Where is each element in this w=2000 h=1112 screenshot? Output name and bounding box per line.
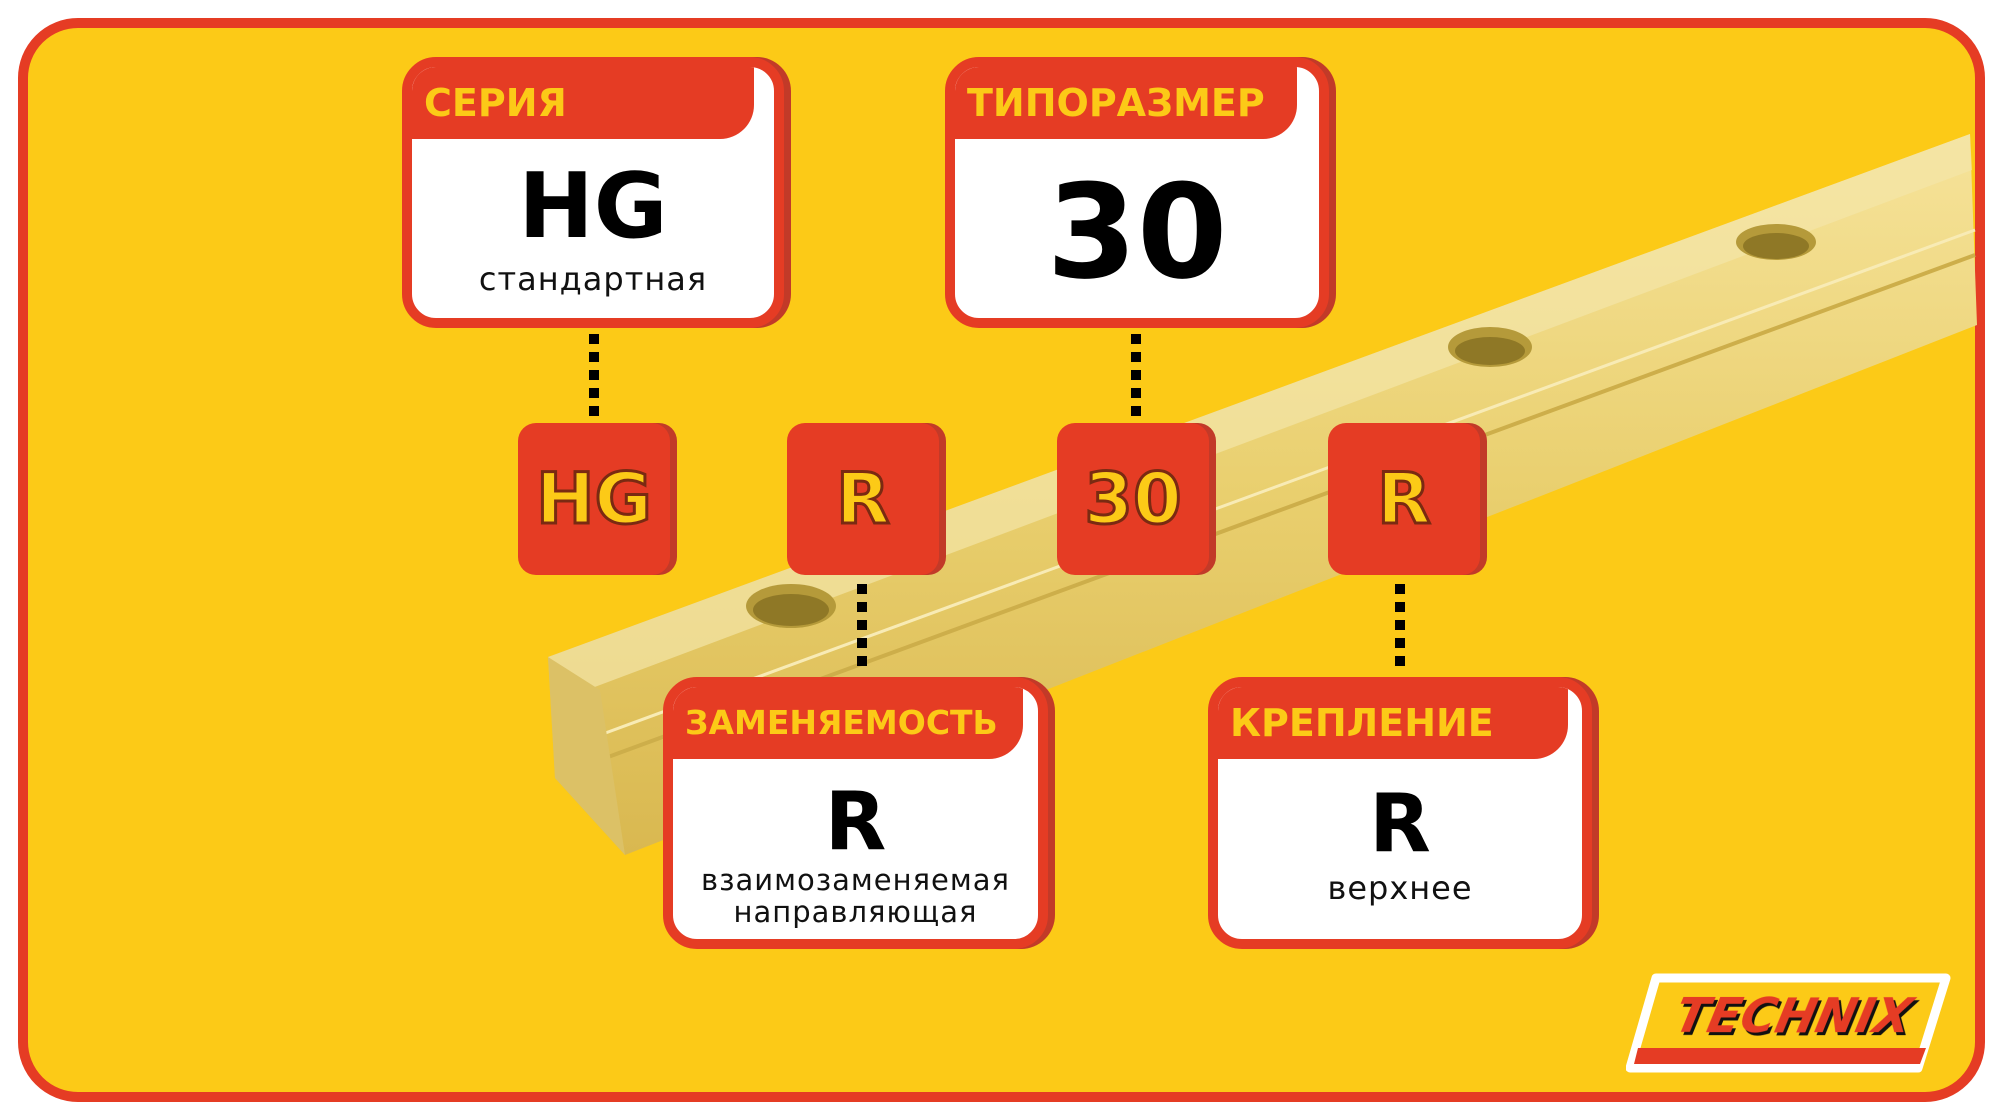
code-box-series: HG — [518, 423, 670, 575]
code-box-size: 30 — [1057, 423, 1209, 575]
connector-mounting — [1395, 584, 1405, 672]
mounting-card: КРЕПЛЕНИЕ R верхнее — [1208, 677, 1592, 949]
size-card: ТИПОРАЗМЕР 30 — [945, 57, 1329, 328]
code-box-interchangeability: R — [787, 423, 939, 575]
connector-interchangeability — [857, 584, 867, 672]
interchangeability-card: ЗАМЕНЯЕМОСТЬ R взаимозаменяемая направля… — [663, 677, 1048, 949]
interchangeability-value: R — [824, 775, 887, 868]
mounting-header: КРЕПЛЕНИЕ — [1218, 687, 1568, 759]
technix-logo: TECHNIX — [1625, 972, 1952, 1074]
interchangeability-header: ЗАМЕНЯЕМОСТЬ — [673, 687, 1023, 759]
series-description: стандартная — [478, 260, 708, 298]
size-header: ТИПОРАЗМЕР — [955, 67, 1297, 139]
series-header: СЕРИЯ — [412, 67, 754, 139]
size-value: 30 — [1046, 156, 1228, 308]
connector-size — [1131, 334, 1141, 418]
interchangeability-description-line2: направляющая — [733, 895, 978, 929]
mounting-value: R — [1369, 777, 1431, 870]
series-value: HG — [518, 154, 668, 259]
mounting-description: верхнее — [1327, 869, 1473, 907]
series-card: СЕРИЯ HG стандартная — [402, 57, 784, 328]
logo-text: TECHNIX — [1670, 988, 1920, 1043]
code-box-mounting: R — [1328, 423, 1480, 575]
connector-series — [589, 334, 599, 418]
interchangeability-description-line1: взаимозаменяемая — [700, 863, 1010, 897]
